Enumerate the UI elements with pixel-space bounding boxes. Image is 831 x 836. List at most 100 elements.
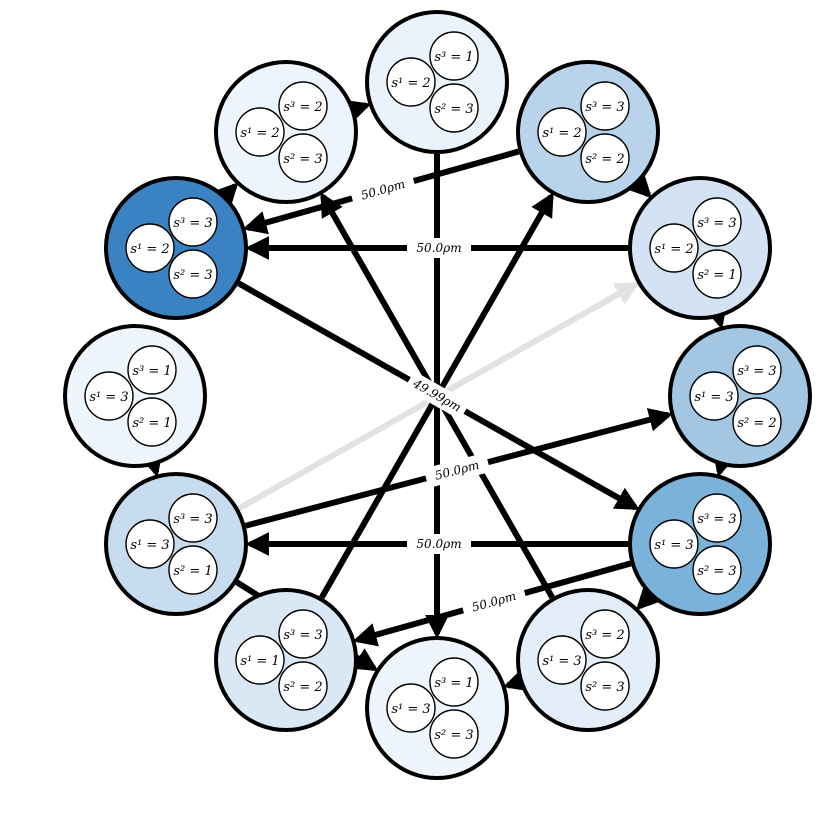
- substate-circle-s1: [386, 57, 436, 107]
- state-node-n0: s³ = 1s¹ = 2s² = 3: [365, 10, 509, 154]
- substate-circle-s3: [429, 657, 479, 707]
- substate-label-s3: s³ = 3: [697, 216, 736, 231]
- substate-circle-s1: [649, 519, 699, 569]
- edge-n2-n3: [704, 302, 728, 330]
- edge-label-bg: [461, 584, 527, 619]
- edge-label-bg: [424, 453, 490, 487]
- substate-circle-s1: [235, 635, 285, 685]
- substate-circle-s2: [580, 133, 630, 183]
- substate-circle-s1: [125, 519, 175, 569]
- substate-circle-s3: [168, 197, 218, 247]
- substate-label-s1: s¹ = 3: [654, 538, 693, 553]
- edge-label-text: 50.0ρm: [416, 537, 461, 551]
- substate-circle-s1: [689, 371, 739, 421]
- edge-label: 50.0ρm: [424, 453, 490, 487]
- substate-circle-s2: [278, 133, 328, 183]
- edge-n9-n8: [139, 450, 163, 478]
- edge-label-bg: [406, 372, 469, 419]
- substate-circle-s3: [278, 81, 328, 131]
- edge-labels-layer: 50.0ρm50.0ρm50.0ρm50.0ρm50.0ρm50.0ρm49.9…: [275, 172, 527, 650]
- substate-label-s3: s³ = 2: [283, 100, 322, 115]
- substate-circle-s3: [278, 609, 328, 659]
- substate-label-s3: s³ = 3: [173, 512, 212, 527]
- substate-circle-s3: [692, 493, 742, 543]
- substate-circle-s1: [125, 223, 175, 273]
- substate-label-s2: s² = 1: [132, 416, 171, 431]
- state-node-n5: s³ = 2 s¹ = 3 s² = 3: [516, 588, 660, 732]
- substate-label-s2: s² = 2: [283, 680, 322, 695]
- substate-label-s2: s² = 3: [173, 268, 212, 283]
- substate-circle-s3: [692, 197, 742, 247]
- state-node-n1: s³ = 3 s¹ = 2 s² = 2: [516, 60, 660, 204]
- state-node-n8: s³ = 3s¹ = 3s² = 1: [104, 472, 248, 616]
- substate-label-s1: s¹ = 3: [130, 538, 169, 553]
- substate-label-s2: s² = 1: [697, 268, 736, 283]
- substate-label-s2: s² = 2: [737, 416, 776, 431]
- substate-circle-s2: [127, 397, 177, 447]
- substate-label-s3: s³ = 3: [173, 216, 212, 231]
- state-node-n11: s³ = 2 s¹ = 2 s² = 3: [214, 60, 358, 204]
- substate-label-s2: s² = 3: [283, 152, 322, 167]
- edge-label-bg: [350, 172, 416, 207]
- substate-label-s2: s² = 3: [697, 564, 736, 579]
- substate-label-s2: s² = 3: [585, 680, 624, 695]
- edge-n1-n2: [626, 172, 652, 199]
- edge-n3-n4: [712, 450, 736, 478]
- substate-circle-s2: [692, 249, 742, 299]
- substate-label-s3: s³ = 3: [737, 364, 776, 379]
- substate-label-s1: s¹ = 2: [240, 126, 279, 141]
- substate-circle-s3: [732, 345, 782, 395]
- state-node-n7: s³ = 3 s¹ = 1 s² = 2: [214, 588, 358, 732]
- substate-label-s3: s³ = 3: [585, 100, 624, 115]
- edge-n11-n0: [344, 99, 372, 123]
- state-node-n3: s³ = 3s¹ = 3s² = 2: [668, 324, 812, 468]
- substate-circle-s2: [168, 545, 218, 595]
- substate-circle-s2: [429, 83, 479, 133]
- substate-label-s2: s² = 3: [434, 102, 473, 117]
- edge-n5-n6: [502, 668, 530, 692]
- substate-label-s1: s¹ = 2: [542, 126, 581, 141]
- substate-circle-s3: [168, 493, 218, 543]
- edge-label: 50.0ρm: [407, 238, 471, 258]
- edge-n4-n5: [636, 584, 662, 611]
- substate-circle-s3: [580, 81, 630, 131]
- substate-label-s2: s² = 3: [434, 728, 473, 743]
- state-node-n6: s³ = 1 s¹ = 3 s² = 3: [365, 636, 509, 780]
- state-node-n4: s³ = 3 s¹ = 3 s² = 3: [628, 472, 772, 616]
- substate-circle-s2: [732, 397, 782, 447]
- state-node-n10: s³ = 3 s¹ = 2 s² = 3: [104, 176, 248, 320]
- substate-label-s1: s¹ = 2: [130, 242, 169, 257]
- substate-circle-s2: [168, 249, 218, 299]
- substate-label-s1: s¹ = 2: [391, 76, 430, 91]
- substate-label-s1: s¹ = 3: [391, 702, 430, 717]
- substate-label-s3: s³ = 1: [132, 364, 171, 379]
- substate-label-s3: s³ = 1: [434, 676, 473, 691]
- substate-label-s1: s¹ = 1: [240, 654, 279, 669]
- edge-n10-n11: [213, 182, 239, 208]
- substate-label-s3: s³ = 3: [283, 628, 322, 643]
- edge-label: 50.0ρm: [461, 584, 527, 619]
- substate-circle-s3: [429, 31, 479, 81]
- substate-circle-s1: [537, 107, 587, 157]
- edge-label-bg: [407, 238, 471, 258]
- substate-label-s3: s³ = 3: [697, 512, 736, 527]
- substate-label-s2: s² = 2: [585, 152, 624, 167]
- substate-circle-s1: [649, 223, 699, 273]
- state-node-n9: s³ = 1 s¹ = 3 s² = 1: [63, 324, 207, 468]
- substate-label-s1: s¹ = 3: [89, 390, 128, 405]
- edge-label-text: 50.0ρm: [416, 241, 461, 255]
- substate-label-s1: s¹ = 2: [654, 242, 693, 257]
- substate-label-s1: s¹ = 3: [542, 654, 581, 669]
- substate-circle-s2: [278, 661, 328, 711]
- edge-label-bg: [407, 534, 471, 554]
- substate-circle-s1: [386, 683, 436, 733]
- substate-circle-s1: [235, 107, 285, 157]
- substate-label-s3: s³ = 2: [585, 628, 624, 643]
- substate-circle-s2: [692, 545, 742, 595]
- substate-circle-s2: [429, 709, 479, 759]
- state-node-n2: s³ = 3 s¹ = 2 s² = 1: [628, 176, 772, 320]
- substate-circle-s1: [537, 635, 587, 685]
